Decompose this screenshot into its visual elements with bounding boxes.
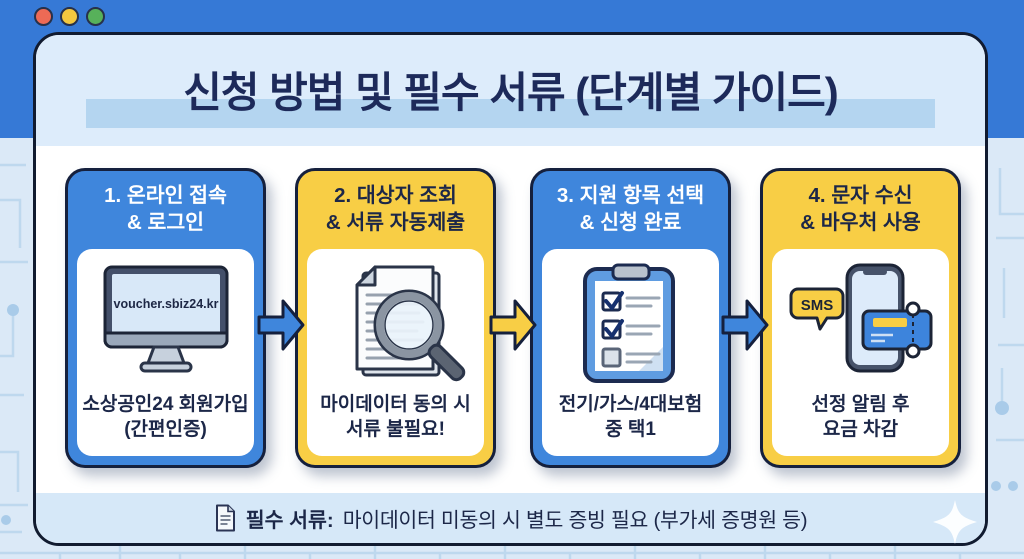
title-banner: 신청 방법 및 필수 서류 (단계별 가이드): [36, 35, 985, 146]
footer-label: 필수 서류:: [245, 509, 334, 532]
step-4-header: 4. 문자 수신 & 바우처 사용: [800, 184, 921, 234]
step-4-panel: SMS 선정 알림 후 요금 차감: [772, 249, 949, 456]
step-4-caption: 선정 알림 후 요금 차감: [811, 393, 910, 440]
step-3-caption: 전기/가스/4대보험 중 택1: [558, 393, 703, 440]
window-controls: [34, 7, 105, 26]
minimize-button[interactable]: [60, 7, 79, 26]
step-1-header: 1. 온라인 접속 & 로그인: [104, 184, 227, 234]
step-2-panel: 마이데이터 동의 시 서류 불필요!: [307, 249, 484, 456]
footer-text: 마이데이터 미동의 시 별도 증빙 필요 (부가세 증명원 등): [342, 509, 808, 532]
required-documents-note: 필수 서류: 마이데이터 미동의 시 별도 증빙 필요 (부가세 증명원 등): [36, 493, 985, 543]
step-3-panel: 전기/가스/4대보험 중 택1: [542, 249, 719, 456]
step-card-1: 1. 온라인 접속 & 로그인 voucher.sbiz24.kr 소상공인24…: [65, 168, 266, 468]
sms-badge-text: SMS: [800, 297, 833, 314]
document-icon: [215, 504, 235, 532]
step-card-4: 4. 문자 수신 & 바우처 사용 SMS: [760, 168, 961, 468]
document-search-icon: [355, 265, 465, 382]
monitor-icon: voucher.sbiz24.kr: [103, 265, 228, 373]
step-1-panel: voucher.sbiz24.kr 소상공인24 회원가입 (간편인증): [77, 249, 254, 456]
step-3-header: 3. 지원 항목 선택 & 신청 완료: [556, 184, 705, 234]
arrow-right-icon: [489, 299, 537, 351]
page-title: 신청 방법 및 필수 서류 (단계별 가이드): [183, 69, 839, 116]
arrow-right-icon: [257, 299, 305, 351]
step-card-3: 3. 지원 항목 선택 & 신청 완료: [530, 168, 731, 468]
browser-window: 신청 방법 및 필수 서류 (단계별 가이드) 1. 온라인 접속 & 로그인 …: [33, 32, 988, 546]
checklist-icon: [582, 263, 675, 383]
arrow-right-icon: [721, 299, 769, 351]
title-highlight-bar: [86, 99, 935, 128]
step-1-caption: 소상공인24 회원가입 (간편인증): [82, 393, 249, 440]
maximize-button[interactable]: [86, 7, 105, 26]
voucher-ticket-icon: [861, 301, 932, 359]
sparkle-icon: [933, 500, 977, 544]
step-card-2: 2. 대상자 조회 & 서류 자동제출: [295, 168, 496, 468]
close-button[interactable]: [34, 7, 53, 26]
phone-sms-icon: SMS: [789, 263, 932, 373]
step-2-caption: 마이데이터 동의 시 서류 불필요!: [320, 393, 471, 440]
step-2-header: 2. 대상자 조회 & 서류 자동제출: [325, 184, 466, 234]
monitor-url-text: voucher.sbiz24.kr: [113, 297, 218, 311]
